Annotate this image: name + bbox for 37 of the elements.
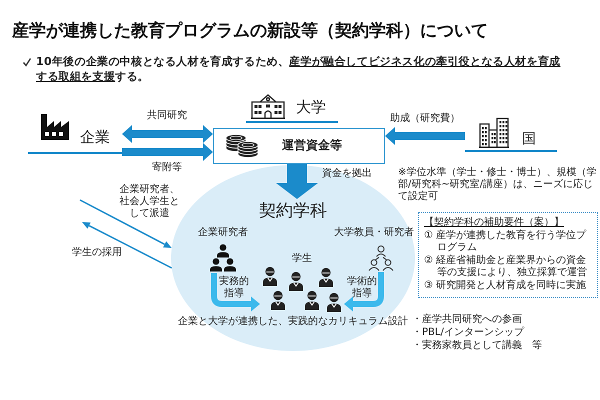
- funds-box: [213, 128, 385, 164]
- edge-label: 助成（研究費）: [390, 113, 460, 125]
- group-label: 学生: [292, 253, 312, 265]
- arrow: [80, 199, 172, 248]
- edge-label: 寄附等: [152, 162, 182, 174]
- list-item: ・産学共同研究への参画: [412, 314, 522, 326]
- note-item: ③ 研究開発と人材育成を同時に実施: [424, 280, 588, 292]
- footnote: ※学位水準（学士・修士・博士）、規模（学部/研究科~研究室/講座）は、ニーズに応じて設定可: [398, 167, 598, 203]
- note-title: 【契約学科の補助要件（案）】: [424, 217, 564, 230]
- box-label: 運営資金等: [282, 138, 342, 152]
- edge-label: 企業研究者、社会人学生として派遣: [119, 184, 180, 220]
- edge-label: 実務的指導: [219, 276, 249, 299]
- note-item: ② 経産省補助金と産業界からの資金等の支援により、独立採算で運営: [424, 254, 588, 280]
- double-block-arrow: [122, 125, 213, 143]
- ellipse-title: 契約学科: [259, 201, 327, 222]
- list-item: ・実務家教員として講義 等: [412, 340, 542, 352]
- ellipse-caption: 企業と大学が連携した、実践的なカリキュラム設計: [178, 316, 408, 328]
- bent-arrow: [211, 273, 260, 312]
- block-arrow: [276, 164, 318, 199]
- page-title: 産学が連携した教育プログラムの新設等（契約学科）について: [12, 21, 488, 42]
- list-item: ・PBL/インターンシップ: [412, 327, 524, 339]
- edge-label: 学生の採用: [72, 247, 122, 259]
- note-box: [418, 212, 598, 298]
- group-label: 企業研究者: [198, 227, 248, 239]
- block-arrow: [122, 143, 213, 161]
- note-item: ① 産学が連携した教育を行う学位プログラム: [424, 230, 588, 254]
- entity-label: 企業: [80, 128, 110, 146]
- edge-label: 共同研究: [147, 110, 187, 122]
- edge-label: 学術的指導: [347, 276, 377, 299]
- bent-arrow: [344, 272, 384, 312]
- block-arrow: [385, 127, 465, 145]
- entity-label: 国: [522, 131, 536, 148]
- edge-label: 資金を拠出: [322, 168, 372, 180]
- entity-label: 大学: [296, 98, 326, 116]
- arrow: [82, 222, 172, 269]
- group-label: 大学教員・研究者: [334, 227, 414, 239]
- bullet-text: 10年後の企業の中核となる人材を育成するため、産学が融合してビジネス化の牽引役となる人材を育成する取組を支援する。: [36, 54, 562, 84]
